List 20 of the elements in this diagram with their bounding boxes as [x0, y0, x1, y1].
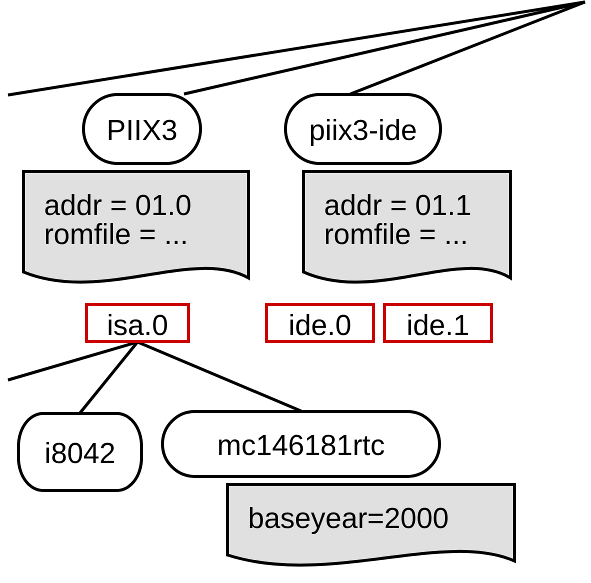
bus-box: [85, 303, 190, 343]
property-text: addr = 01.1: [324, 192, 472, 221]
property-text: baseyear=2000: [248, 505, 449, 534]
tree-line: [136, 340, 302, 412]
bus-box: [383, 303, 493, 343]
device-label: piix3-ide: [309, 116, 417, 146]
device-label: PIIX3: [106, 116, 178, 146]
device-label: mc146181rtc: [217, 432, 385, 460]
property-text: romfile = ...: [44, 221, 188, 250]
bus-label: ide.1: [406, 312, 470, 340]
tree-line: [78, 341, 139, 414]
bus-box: [265, 303, 375, 343]
bus-label: isa.0: [106, 312, 168, 340]
bus-label: ide.0: [288, 312, 352, 340]
property-text: addr = 01.0: [44, 192, 192, 221]
tree-line: [350, 0, 586, 96]
device-node: [17, 412, 143, 492]
tree-line: [184, 0, 586, 96]
property-text: romfile = ...: [324, 221, 468, 250]
device-label: i8042: [44, 440, 116, 468]
